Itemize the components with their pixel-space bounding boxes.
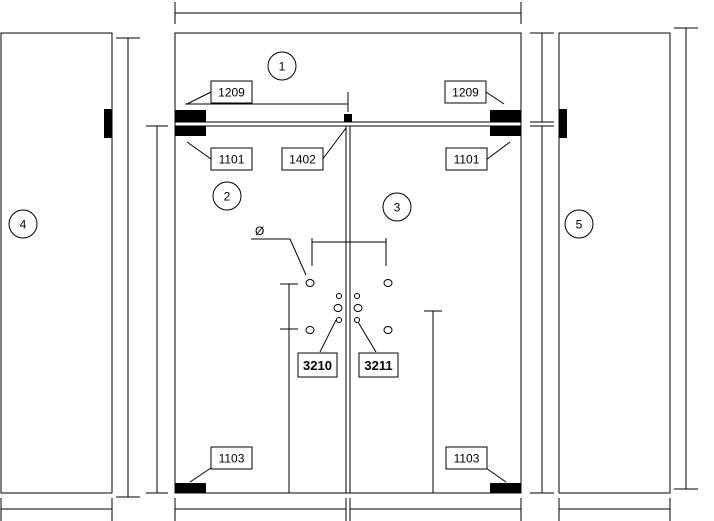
left-handle-height-dimension (280, 283, 298, 493)
panel-number-left-door: 2 (212, 181, 242, 211)
fitting-top-left-upper (175, 110, 206, 122)
label-patch-top-right: 1101 (445, 147, 488, 171)
svg-text:1103: 1103 (219, 452, 245, 466)
hole-centre-left-3 (336, 317, 342, 323)
fitting-bottom-right (490, 483, 521, 493)
svg-text:1402: 1402 (289, 153, 316, 167)
svg-text:1101: 1101 (219, 153, 245, 167)
hole-left-lower (305, 326, 315, 334)
label-patch-bottom-right: 1103 (445, 446, 488, 470)
fitting-top-right-lower (490, 126, 521, 136)
transom-rail (175, 121, 521, 127)
handle-holes (305, 279, 393, 334)
hole-centre-right-3 (354, 317, 360, 323)
fitting-top-right-upper (490, 110, 521, 122)
panel-number-left-side: 4 (8, 209, 38, 239)
panel-number-right-side: 5 (564, 209, 594, 239)
door-width-dimensions (174, 498, 522, 521)
diameter-symbol: Ø (255, 224, 264, 238)
left-side-hinge (104, 109, 112, 138)
overall-width-dimension (174, 2, 522, 24)
handle-hole-spacing-dimension (311, 238, 387, 266)
svg-text:1: 1 (279, 60, 286, 74)
left-side-panel (0, 32, 113, 494)
diameter-callout (251, 238, 307, 276)
svg-text:3: 3 (394, 201, 401, 215)
svg-text:4: 4 (20, 218, 27, 232)
hole-right-upper (383, 279, 393, 287)
svg-text:1209: 1209 (452, 86, 479, 100)
door-meeting-stiles (345, 126, 351, 493)
leader-lines (186, 91, 511, 483)
hole-left-upper (305, 279, 315, 287)
left-side-width-dimension (0, 498, 113, 521)
panel-number-top: 1 (267, 51, 297, 81)
right-side-height-dimension (674, 27, 698, 490)
right-side-width-dimension (558, 498, 671, 521)
label-patch-bottom-left: 1103 (210, 446, 253, 470)
right-transom-height-dimension (530, 32, 554, 123)
svg-text:5: 5 (576, 218, 583, 232)
label-patch-top-left: 1101 (210, 147, 253, 171)
lock-offset-dimension (185, 92, 349, 112)
main-frame (174, 32, 522, 494)
svg-text:3210: 3210 (303, 358, 332, 373)
right-handle-height-dimension (424, 310, 442, 493)
hole-right-lower (383, 326, 393, 334)
label-handle-left: 3210 (297, 352, 338, 378)
label-centre-lock: 1402 (281, 147, 324, 171)
svg-text:1101: 1101 (454, 153, 480, 167)
hole-centre-left-2 (333, 304, 343, 312)
right-side-panel (558, 32, 671, 494)
right-side-hinge (559, 109, 567, 138)
hole-centre-right-2 (353, 304, 363, 312)
left-door-height-dimension (146, 125, 168, 494)
svg-text:1209: 1209 (218, 86, 245, 100)
hole-centre-left-1 (336, 293, 342, 299)
svg-text:3211: 3211 (364, 358, 392, 373)
svg-text:1103: 1103 (454, 452, 480, 466)
right-door-height-dimension (530, 125, 554, 494)
label-hinge-top-right: 1209 (444, 80, 487, 104)
fitting-top-left-lower (175, 126, 206, 136)
left-side-height-dimension (116, 37, 140, 498)
svg-text:2: 2 (224, 190, 231, 204)
panel-number-right-door: 3 (382, 192, 412, 222)
fitting-bottom-left (175, 483, 206, 493)
centre-lock-block (344, 114, 352, 122)
label-handle-right: 3211 (358, 352, 399, 378)
label-hinge-top-left: 1209 (210, 80, 253, 104)
hole-centre-right-1 (354, 293, 360, 299)
